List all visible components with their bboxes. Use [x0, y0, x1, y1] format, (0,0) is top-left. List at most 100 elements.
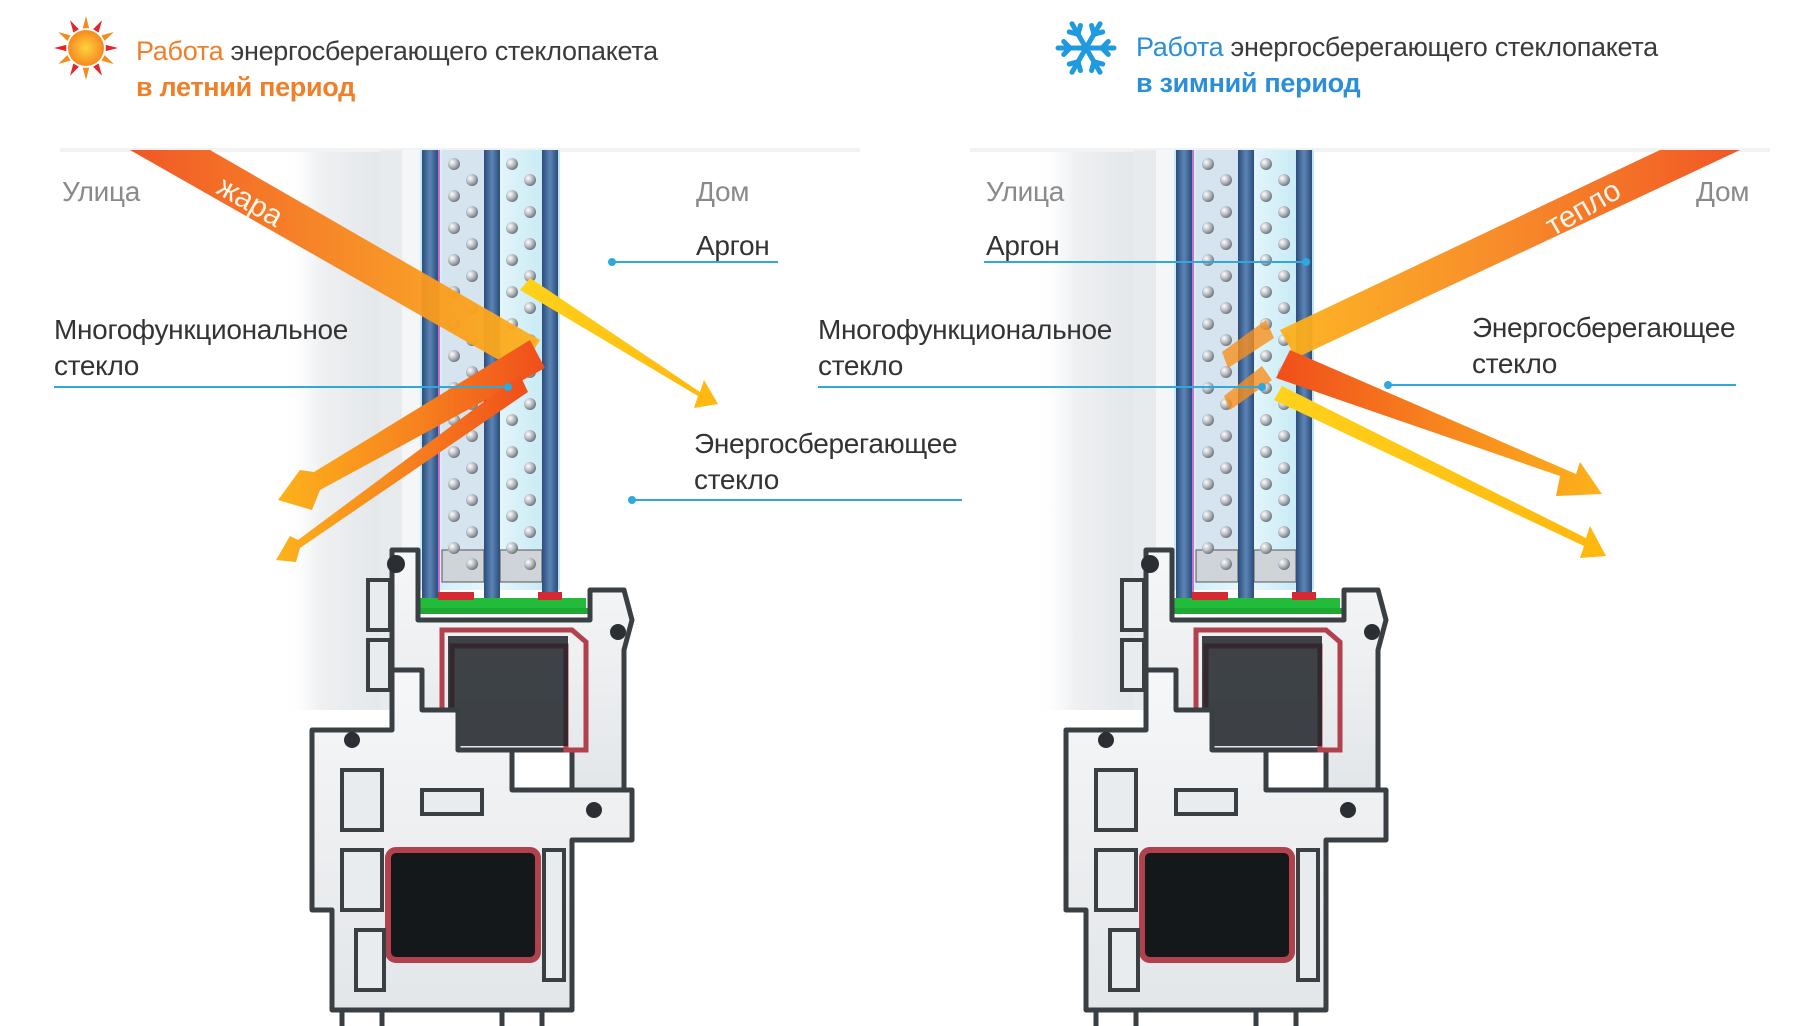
glass-bead — [1278, 238, 1290, 250]
glass-bead — [1220, 494, 1232, 506]
glass-bead — [1202, 478, 1214, 490]
glass-bead — [524, 174, 536, 186]
sun-ray — [93, 63, 102, 76]
glass-bead — [1278, 430, 1290, 442]
glass-bead — [1202, 190, 1214, 202]
glass-bead — [1220, 270, 1232, 282]
glass-bead — [466, 462, 478, 474]
leader-dot — [1384, 381, 1392, 389]
summer-label-energy-1: Энергосберегающее — [694, 428, 958, 459]
summer-label-multi-1: Многофункциональное — [54, 314, 349, 345]
glass-bead — [1278, 462, 1290, 474]
sun-ray — [101, 55, 114, 64]
summer-panel — [54, 148, 962, 1026]
heat-arrow — [1222, 320, 1274, 368]
glass-bead — [506, 286, 518, 298]
heat-reflection-arrow — [1276, 350, 1602, 496]
glass-bead — [1278, 174, 1290, 186]
glass-bead — [524, 270, 536, 282]
summer-label-multi-2: стекло — [54, 350, 140, 381]
glass-bead — [1260, 350, 1272, 362]
glass-bead — [466, 174, 478, 186]
sun-ray — [93, 20, 102, 33]
glass-bead — [466, 430, 478, 442]
glass-bead — [1220, 238, 1232, 250]
winter-label-energy-1: Энергосберегающее — [1472, 312, 1736, 343]
glass-bead — [1260, 414, 1272, 426]
glass-bead — [506, 254, 518, 266]
summer-title-period: в летний период — [136, 72, 355, 102]
glass-bead — [1278, 494, 1290, 506]
glass-bead — [1202, 542, 1214, 554]
winter-label-energy-2: стекло — [1472, 348, 1558, 379]
glass-bead — [448, 350, 460, 362]
glass-bead — [524, 494, 536, 506]
glass-bead — [1202, 414, 1214, 426]
heat-reflection-arrow — [278, 340, 545, 510]
heat-arrow — [130, 150, 540, 372]
winter-title-period: в зимний период — [1136, 68, 1361, 98]
sun-ray — [101, 32, 114, 41]
winter-label-multi-2: стекло — [818, 350, 904, 381]
glass-bead — [448, 158, 460, 170]
glass-bead — [506, 222, 518, 234]
glass-bead — [1202, 510, 1214, 522]
glass-bead — [506, 446, 518, 458]
glass-bead — [506, 510, 518, 522]
glass-bead — [524, 430, 536, 442]
summer-label-energy-2: стекло — [694, 464, 780, 495]
glass-bead — [1260, 542, 1272, 554]
glass-bead — [524, 558, 536, 570]
sun-ray — [58, 32, 71, 41]
glass-bead — [506, 478, 518, 490]
glass-bead — [1220, 462, 1232, 474]
leader-dot — [1302, 258, 1310, 266]
glass-bead — [1278, 302, 1290, 314]
sun-ray — [82, 67, 90, 80]
winter-panel — [818, 148, 1770, 1026]
snowflake-icon — [1055, 21, 1117, 75]
snowflake-arm — [1066, 29, 1081, 37]
summer-label-argon: Аргон — [696, 230, 770, 261]
sun-ray — [82, 16, 90, 29]
wall-shading — [970, 148, 1770, 152]
glass-bead — [506, 190, 518, 202]
glass-bead — [524, 238, 536, 250]
glass-bead — [448, 446, 460, 458]
glass-bead — [1220, 206, 1232, 218]
summer-label-street: Улица — [62, 176, 141, 207]
glass-bead — [1202, 222, 1214, 234]
glass-bead — [1202, 350, 1214, 362]
winter-label-multi-1: Многофункциональное — [818, 314, 1113, 345]
leader-dot — [1258, 383, 1266, 391]
sun-ray — [70, 20, 79, 33]
snowflake-arm — [1091, 59, 1106, 67]
glass-bead — [448, 254, 460, 266]
glass-bead — [466, 270, 478, 282]
light-arrow — [520, 278, 718, 408]
glass-bead — [506, 542, 518, 554]
glass-bead — [1220, 334, 1232, 346]
leader-dot — [608, 258, 616, 266]
summer-title-rest: энергосберегающего стеклопакета — [223, 36, 658, 66]
glass-bead — [1202, 158, 1214, 170]
glass-bead — [1278, 270, 1290, 282]
glass-bead — [448, 478, 460, 490]
glass-bead — [1202, 318, 1214, 330]
glass-bead — [1202, 286, 1214, 298]
glass-bead — [524, 398, 536, 410]
glass-bead — [1260, 158, 1272, 170]
glass-bead — [448, 542, 460, 554]
glass-bead — [1278, 206, 1290, 218]
glass-bead — [448, 222, 460, 234]
glass-bead — [448, 190, 460, 202]
winter-title-accent: Работа — [1136, 32, 1224, 62]
summer-label-home: Дом — [696, 176, 750, 207]
glass-bead — [524, 462, 536, 474]
glass-bead — [506, 158, 518, 170]
glass-bead — [1260, 446, 1272, 458]
glass-bead — [1260, 190, 1272, 202]
glass-bead — [1202, 254, 1214, 266]
snowflake-arm — [1061, 45, 1073, 57]
winter-label-argon: Аргон — [986, 230, 1060, 261]
